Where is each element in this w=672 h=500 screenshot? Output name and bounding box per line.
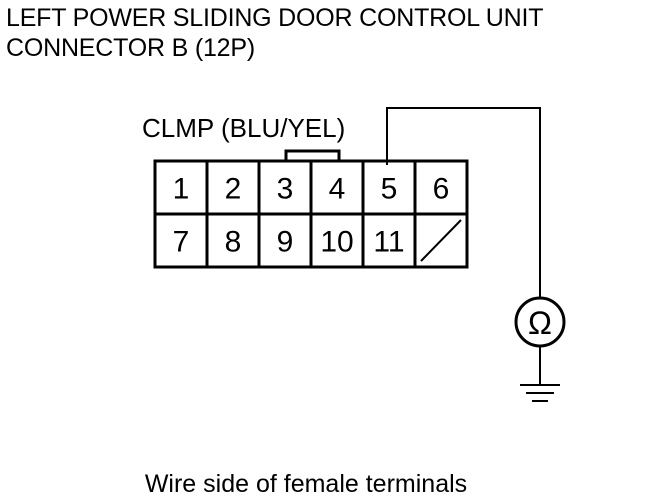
terminal-1-label: 1 (173, 173, 190, 206)
terminal-8-label: 8 (225, 226, 242, 259)
diagram-title-line-2: CONNECTOR B (12P) (6, 34, 255, 62)
probe-wire (386, 107, 541, 298)
terminal-6-label: 6 (433, 173, 450, 206)
ohm-icon: Ω (528, 305, 552, 341)
terminal-7-label: 7 (173, 226, 190, 259)
terminal-9-label: 9 (277, 226, 294, 259)
connector-lock-tab (284, 149, 341, 161)
terminal-5-label: 5 (381, 173, 398, 206)
terminal-11-label: 11 (373, 226, 404, 259)
terminal-2-label: 2 (225, 173, 242, 206)
wire-label: CLMP (BLU/YEL) (142, 113, 345, 143)
terminal-10-label: 10 (320, 226, 353, 259)
terminal-4-label: 4 (329, 173, 346, 206)
empty-cavity-mark (420, 219, 462, 262)
ground-icon (520, 384, 560, 402)
diagram-title-line-1: LEFT POWER SLIDING DOOR CONTROL UNIT (6, 4, 544, 32)
terminal-3-label: 3 (277, 173, 294, 206)
diagram-caption: Wire side of female terminals (144, 470, 468, 498)
connector-body: 1 2 3 4 5 6 7 8 9 10 11 (153, 159, 469, 269)
